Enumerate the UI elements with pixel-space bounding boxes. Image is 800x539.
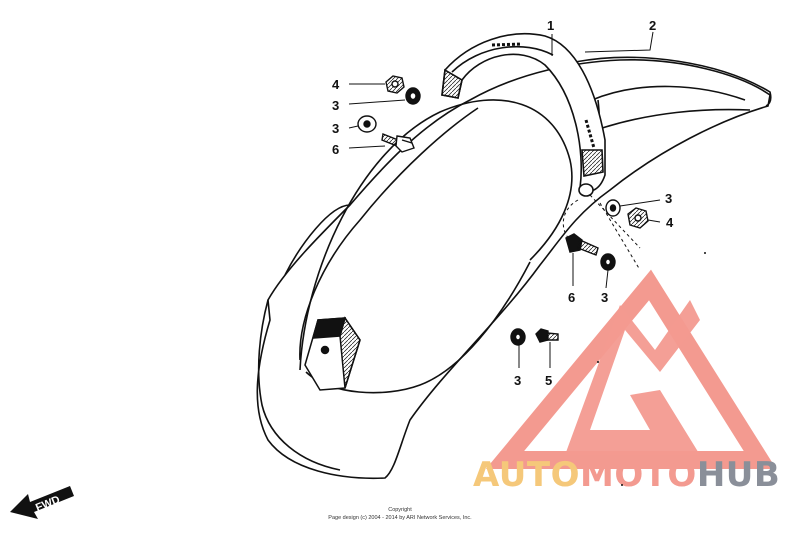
rear-fender xyxy=(256,56,772,480)
scan-dots xyxy=(597,252,706,486)
forward-arrow: FWD xyxy=(10,486,74,519)
tail-light-mount xyxy=(304,316,361,391)
watermark-auto-part: AUTO xyxy=(473,455,580,495)
callout-labels: 1 2 4 3 3 6 3 4 6 3 3 5 xyxy=(332,18,674,388)
washer-lock-bottom xyxy=(510,328,526,346)
callout-1: 1 xyxy=(547,18,554,33)
washer-lock xyxy=(405,87,421,105)
washer-plain xyxy=(357,115,377,133)
fwd-label: FWD xyxy=(34,494,62,515)
fwd-arrow-icon xyxy=(10,486,74,519)
washer-plain-right xyxy=(605,199,621,217)
screw xyxy=(535,328,559,343)
watermark-triangle-icon xyxy=(485,269,777,469)
callout-6b: 6 xyxy=(568,290,575,305)
leader-lines xyxy=(348,31,661,368)
callout-3a: 3 xyxy=(332,98,339,113)
copyright: Copyright Page design (c) 2004 - 2014 by… xyxy=(328,507,472,521)
copyright-line-1: Copyright xyxy=(388,507,412,513)
callout-3e: 3 xyxy=(514,373,521,388)
watermark-moto-part: MOTO xyxy=(580,455,697,495)
hex-bolt-lower xyxy=(565,233,599,256)
copyright-line-2: Page design (c) 2004 - 2014 by ARI Netwo… xyxy=(328,515,472,521)
callout-4a: 4 xyxy=(332,77,340,92)
flange-nut-right xyxy=(627,207,649,229)
callout-4b: 4 xyxy=(666,215,674,230)
callout-3c: 3 xyxy=(665,191,672,206)
callout-3b: 3 xyxy=(332,121,339,136)
watermark-text: AUTOMOTOHUB xyxy=(473,455,780,495)
watermark-hub-part: HUB xyxy=(697,455,780,495)
watermark-m-icon xyxy=(565,300,700,455)
watermark-auto: AUTOMOTOHUB xyxy=(473,455,780,495)
callout-5: 5 xyxy=(545,373,552,388)
watermark-logo xyxy=(485,269,777,469)
fender-strap xyxy=(441,32,606,197)
hex-bolt xyxy=(381,133,415,153)
washer-lock-lower xyxy=(600,253,616,271)
callout-2: 2 xyxy=(649,18,656,33)
callout-6a: 6 xyxy=(332,142,339,157)
flange-nut xyxy=(385,75,405,94)
callout-3d: 3 xyxy=(601,290,608,305)
